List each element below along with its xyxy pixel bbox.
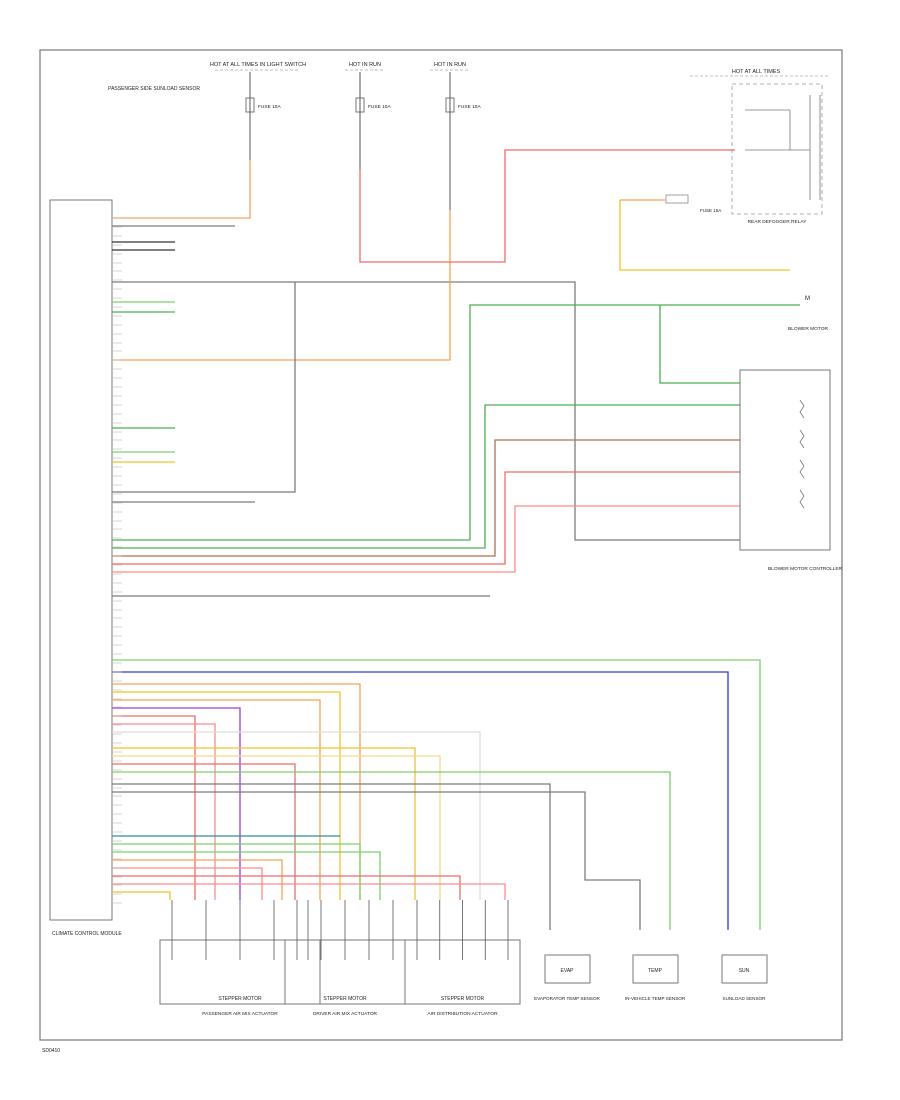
actuator-desc-label: DRIVER AIR MIX ACTUATOR (313, 1011, 378, 1017)
actuator-air-distribution: STEPPER MOTOR AIR DISTRIBUTION ACTUATOR (404, 900, 521, 1017)
wire-red-act3 (112, 875, 461, 900)
blower-controller: BLOWER MOTOR CONTROLLER (739, 369, 843, 572)
header-far-title: HOT AT ALL TIMES (732, 69, 781, 75)
sensor-group: EVAP EVAPORATOR TEMP SENSOR TEMP IN-VEHICLE… (534, 954, 768, 1001)
wire-red-act2 (112, 763, 296, 900)
header-right-title: HOT IN RUN (434, 62, 466, 68)
wire-gray-temp (112, 791, 641, 930)
sensor-box (721, 954, 768, 984)
sensor-type-label: SUN (739, 968, 750, 974)
wire-pink-act3 (112, 867, 263, 900)
actuator-passenger-air-mix: STEPPER MOTOR PASSENGER AIR MIX ACTUATOR (159, 900, 321, 1017)
sensor-type-label: TEMP (648, 968, 663, 974)
actuator-type-label: STEPPER MOTOR (218, 996, 262, 1002)
pin-group (112, 217, 122, 904)
rear-defogger-relay: REAR DEFOGGER RELAY (731, 83, 823, 225)
sensor-box (632, 954, 679, 984)
wire-violet-act (112, 707, 241, 900)
wire-group (112, 149, 800, 930)
blower-controller-label: BLOWER MOTOR CONTROLLER (768, 566, 843, 572)
wire-red-act (112, 715, 196, 900)
wire-yellow-act (112, 691, 341, 900)
fuse-mid-label: FUSE 10A (368, 104, 391, 110)
fuse-left: FUSE 10A (245, 72, 281, 210)
fuse-left-label: FUSE 10A (258, 104, 281, 110)
wire-gray-evap (112, 783, 551, 930)
wire-gray-long (112, 281, 740, 541)
sensor-desc-label: EVAPORATOR TEMP SENSOR (534, 996, 600, 1001)
wire-pink-act4 (112, 883, 506, 900)
actuator-desc-label: AIR DISTRIBUTION ACTUATOR (427, 1011, 498, 1017)
wire-green-blower (112, 304, 800, 541)
wire-gray-return (112, 282, 296, 493)
actuator-desc-label: PASSENGER AIR MIX ACTUATOR (202, 1011, 278, 1017)
wire-orange-top (112, 160, 251, 219)
fuse-right-label: FUSE 10A (458, 104, 481, 110)
actuator-type-label: STEPPER MOTOR (441, 996, 485, 1002)
fuse-right: FUSE 10A (445, 72, 481, 210)
wire-pink-ctrl (112, 505, 740, 573)
wire-yellow-act3 (112, 891, 171, 900)
sensor-box (544, 954, 591, 984)
wire-lightgreen-temp (112, 771, 671, 930)
wire-brown-ctrl (112, 439, 740, 557)
actuator-driver-air-mix: STEPPER MOTOR DRIVER AIR MIX ACTUATOR (284, 900, 406, 1017)
wire-orange-mid (112, 210, 451, 361)
sensor-evap-temp-sensor: EVAP EVAPORATOR TEMP SENSOR (534, 954, 601, 1001)
wire-blue-sun (112, 671, 729, 930)
diagram-frame (39, 49, 843, 1041)
climate-control-module-label: CLIMATE CONTROL MODULE (52, 931, 122, 937)
blower-motor-symbol: M (805, 296, 810, 302)
relay-fuse: FUSE 15A (665, 194, 721, 213)
header-mid-title: HOT IN RUN (349, 62, 381, 68)
sensor-desc-label: IN-VEHICLE TEMP SENSOR (625, 996, 686, 1001)
wire-green-ctrl2 (112, 404, 740, 549)
wire-green-ctrl (659, 305, 740, 384)
rear-defogger-relay-label: REAR DEFOGGER RELAY (748, 219, 808, 225)
header-left-title: HOT AT ALL TIMES IN LIGHT SWITCH (210, 62, 306, 68)
sensor-in-vehicle-temp-sensor: TEMP IN-VEHICLE TEMP SENSOR (625, 954, 686, 1001)
wire-red-relay (359, 149, 735, 263)
wire-white-act (112, 731, 481, 900)
actuator-type-label: STEPPER MOTOR (323, 996, 367, 1002)
sensor-sunload-sensor-box: SUN SUNLOAD SENSOR (721, 954, 768, 1001)
passenger-sensor-label: PASSENGER SIDE SUNLOAD SENSOR (108, 86, 200, 92)
wire-lightgreen-sun (112, 659, 761, 930)
fuse-mid: FUSE 10A (355, 72, 391, 170)
wire-yellow-relay (619, 200, 790, 271)
relay-fuse-label: FUSE 15A (700, 208, 721, 213)
wire-lightgreen-act (112, 843, 361, 900)
wire-red-ctrl (112, 471, 740, 565)
wire-yellow-act2 (112, 747, 416, 900)
climate-control-module-box (49, 199, 113, 921)
sensor-type-label: EVAP (561, 968, 575, 974)
sensor-desc-label: SUNLOAD SENSOR (723, 996, 767, 1001)
wire-orange-act3 (112, 859, 283, 900)
footer-code: SD0410 (42, 1048, 60, 1054)
wire-orange-act2 (112, 699, 321, 900)
wire-orange-act (112, 683, 361, 900)
blower-motor-label: BLOWER MOTOR (788, 326, 828, 332)
wire-pink-act (112, 723, 216, 900)
blower-motor: M BLOWER MOTOR (788, 296, 828, 332)
wire-tan-act (112, 755, 441, 900)
